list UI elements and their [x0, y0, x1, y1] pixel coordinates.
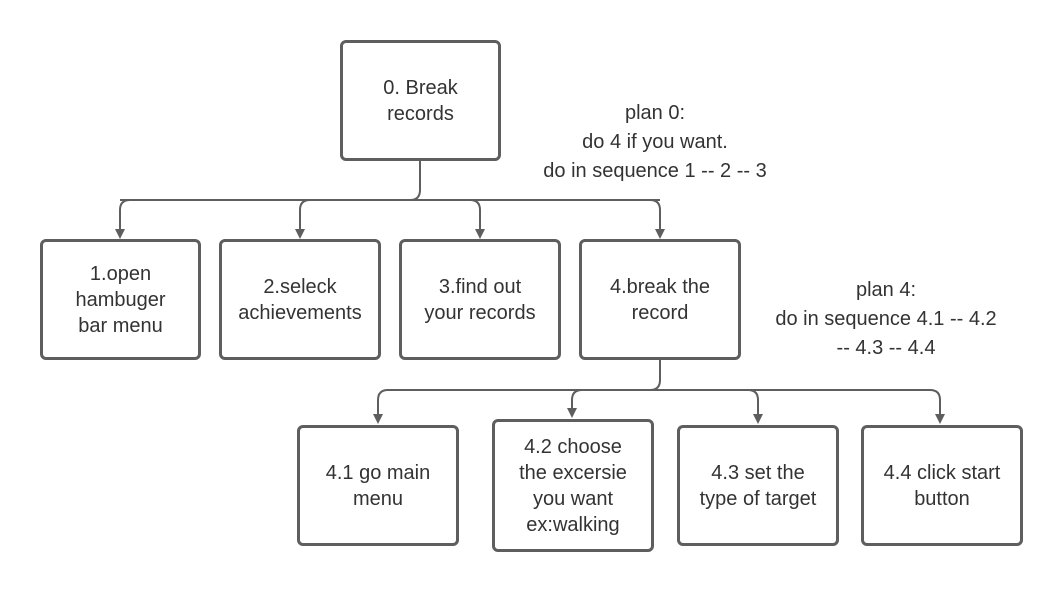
task-4-4-label: 4.4 click start button: [883, 461, 1001, 510]
arrow-to-task-1: [115, 199, 131, 239]
arrow-to-task-4-2: [567, 389, 583, 418]
plan-0-text: plan 0: do 4 if you want. do in sequence…: [543, 102, 767, 182]
task-4-4-box: 4.4 click start button: [861, 425, 1023, 546]
task-1-box: 1.open hambuger bar menu: [40, 239, 201, 360]
task-2-box: 2.seleck achievements: [219, 239, 381, 360]
task-1-label: 1.open hambuger bar menu: [75, 262, 166, 337]
arrow-to-task-4: [649, 199, 665, 239]
task-4-3-label: 4.3 set the type of target: [699, 461, 817, 510]
arrow-to-task-4-1: [373, 389, 389, 424]
task-0-label: 0. Break records: [383, 76, 458, 125]
arrow-to-task-2: [295, 199, 311, 239]
task-4-2-label: 4.2 choose the excersie you want ex:walk…: [519, 435, 627, 536]
arrow-to-task-4-4: [929, 389, 945, 424]
task-4-1-label: 4.1 go main menu: [325, 461, 431, 510]
task-2-label: 2.seleck achievements: [238, 275, 362, 324]
task-3-box: 3.find out your records: [399, 239, 561, 360]
task-4-box: 4.break the record: [579, 239, 741, 360]
task-4-2-box: 4.2 choose the excersie you want ex:walk…: [492, 419, 654, 552]
arrow-to-task-3: [469, 199, 485, 239]
task-3-label: 3.find out your records: [424, 275, 536, 324]
arrow-to-task-4-3: [747, 389, 763, 424]
rail-corner-left-level1: [409, 189, 421, 201]
task-4-label: 4.break the record: [609, 275, 711, 324]
rail-corner-task-4: [649, 379, 661, 391]
task-0-box: 0. Break records: [340, 40, 501, 161]
task-4-1-box: 4.1 go main menu: [297, 425, 459, 546]
plan-4-text: plan 4: do in sequence 4.1 -- 4.2 -- 4.3…: [775, 279, 997, 359]
task-4-3-box: 4.3 set the type of target: [677, 425, 839, 546]
